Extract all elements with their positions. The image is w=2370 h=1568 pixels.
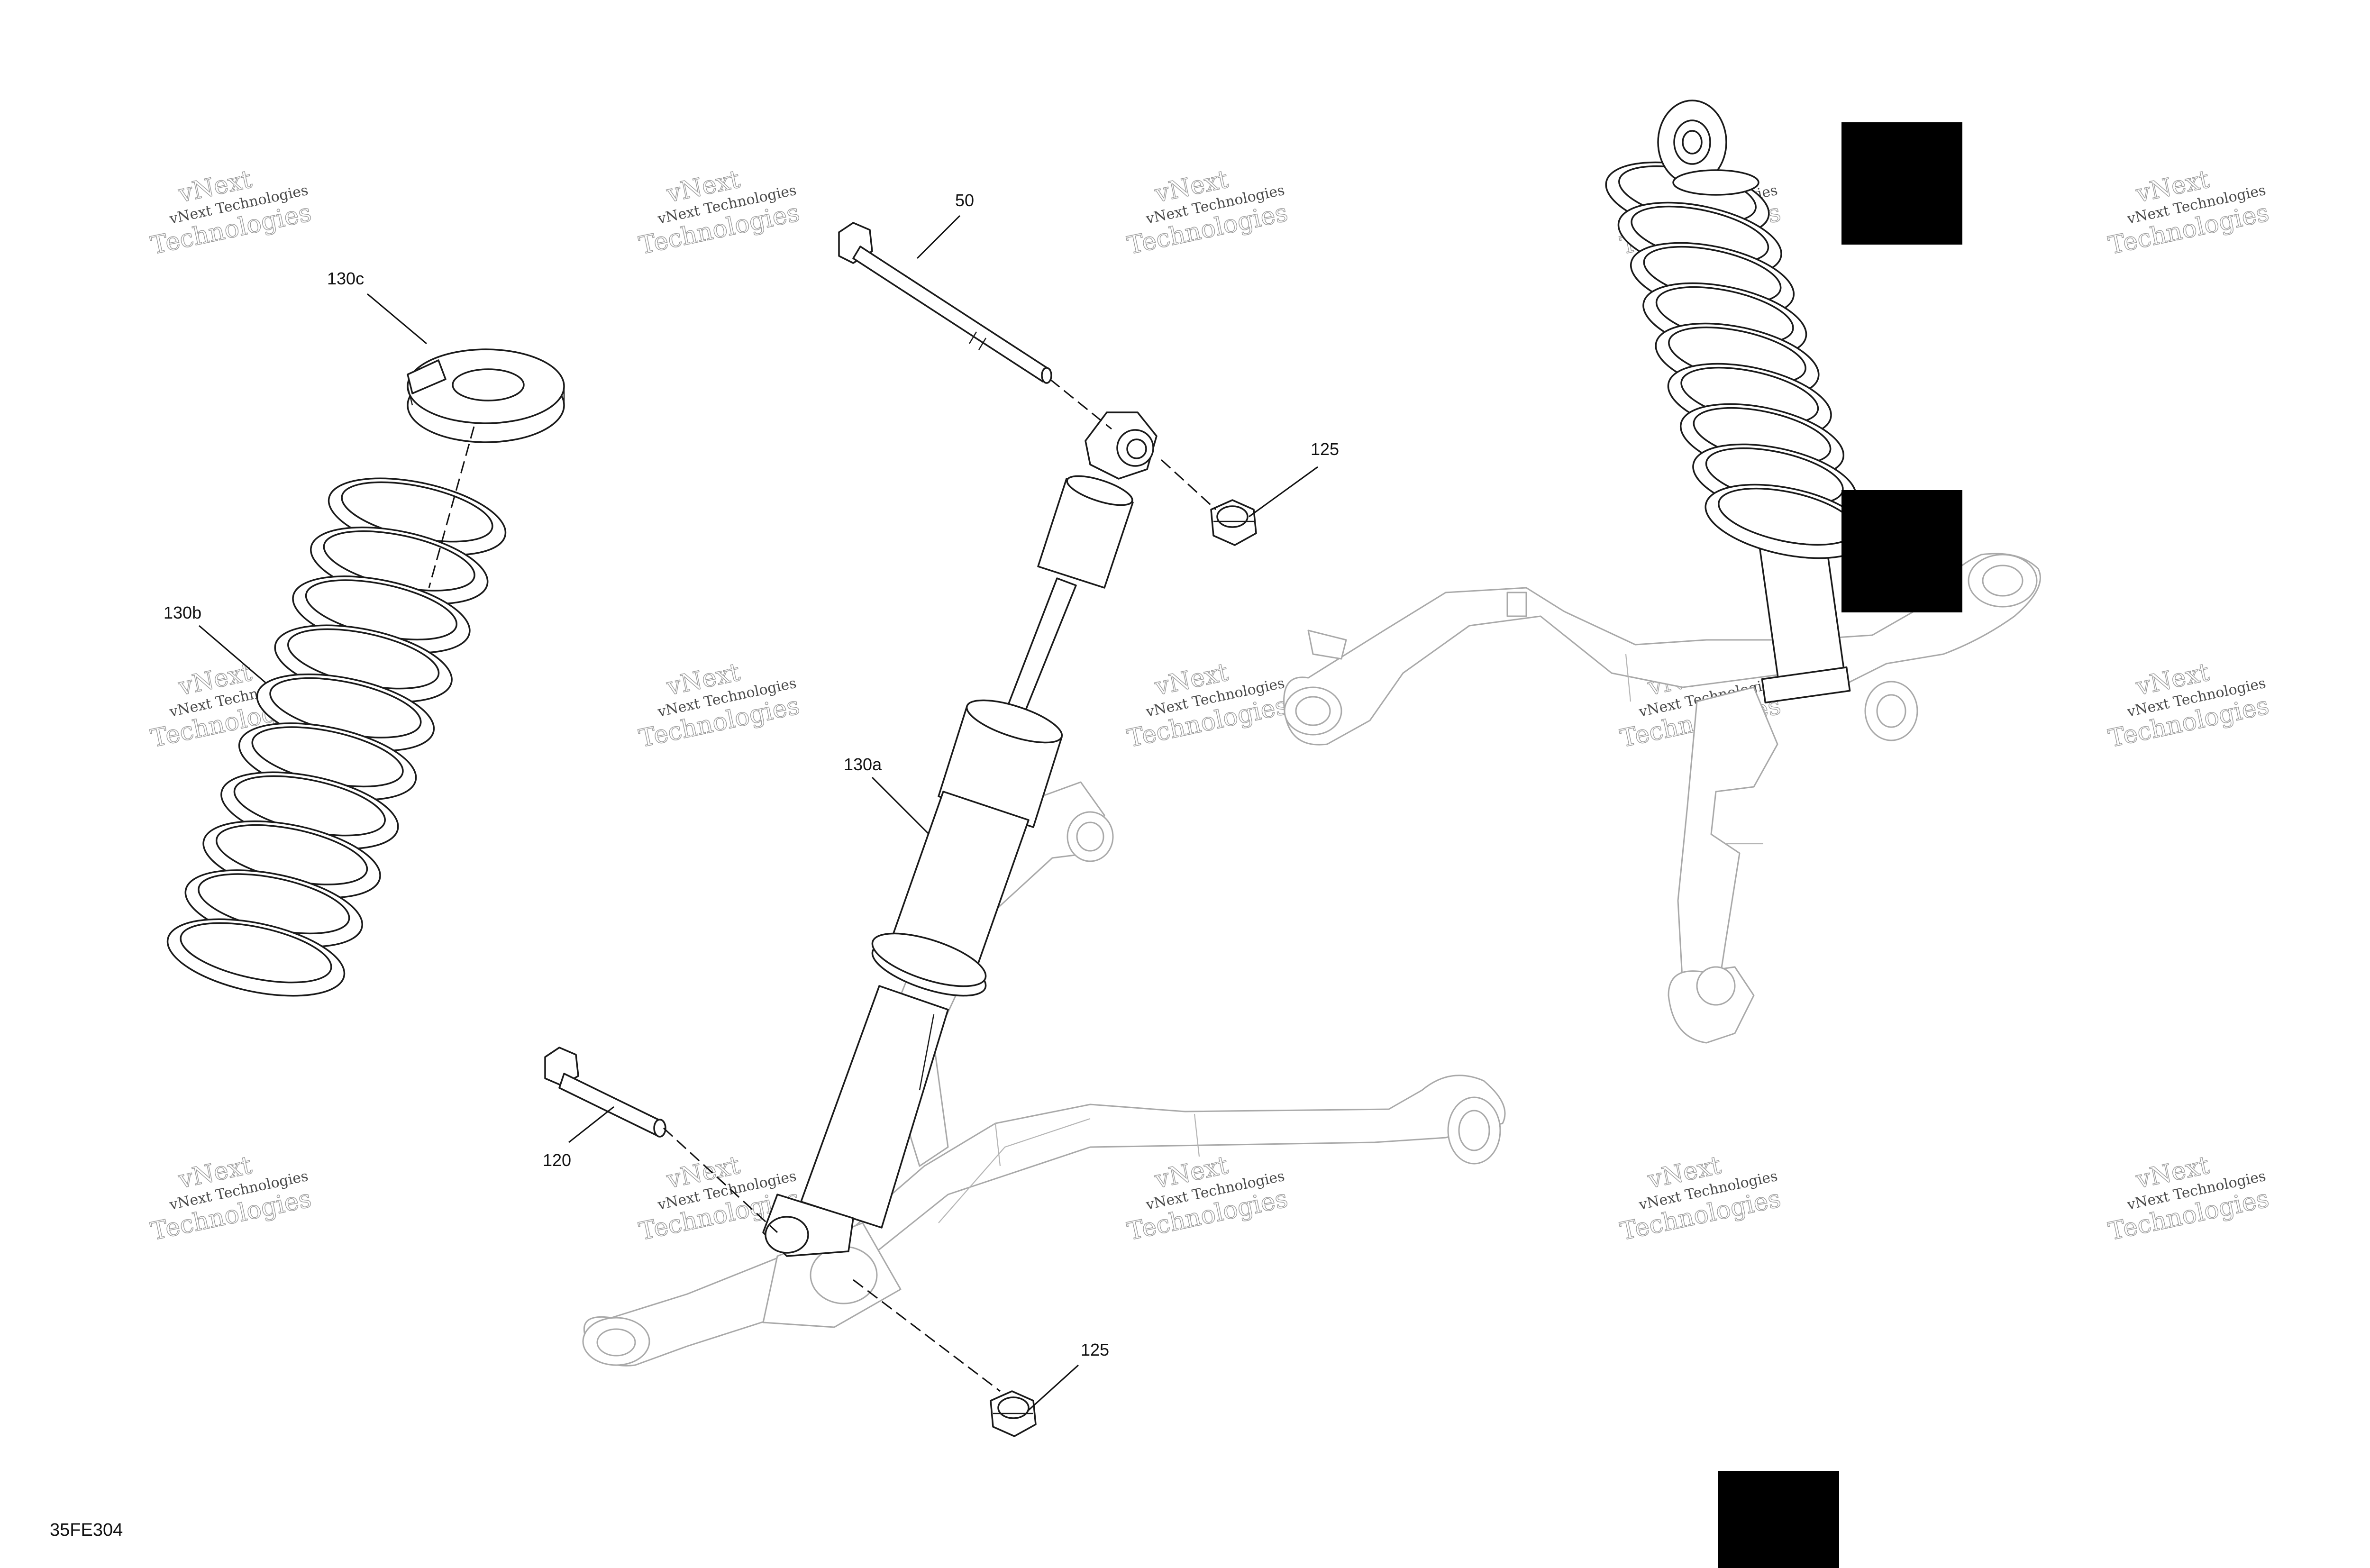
coilover-assembled	[1605, 100, 1869, 704]
bolt-50	[838, 222, 1052, 384]
lower-a-arm-center	[582, 781, 1506, 1367]
label-spring-130b: 130b	[164, 603, 201, 622]
bolt-120	[544, 1047, 666, 1138]
spring-seat-130c	[407, 348, 565, 443]
redaction-blocks	[1718, 122, 1962, 1568]
label-bolt-120: 120	[543, 1150, 571, 1170]
assembly-axes	[428, 378, 1217, 1392]
coil-spring-130b	[166, 477, 507, 997]
redaction-block-1	[1841, 122, 1962, 245]
figure-id: 35FE304	[50, 1520, 123, 1540]
label-bolt-50: 50	[955, 191, 974, 210]
label-spring-seat-130c: 130c	[327, 269, 364, 288]
callout-labels: 50 125 130c 130b 130a 120 125	[164, 191, 1339, 1359]
label-shock-130a: 130a	[844, 755, 882, 774]
spring-coil-inner	[180, 922, 332, 984]
shock-absorber-130a	[762, 411, 1158, 1257]
nut-125-lower	[990, 1390, 1037, 1437]
redaction-block-3	[1718, 1471, 1839, 1568]
nut-125-upper	[1210, 499, 1257, 546]
lower-a-arm-right	[1283, 553, 2041, 1044]
redaction-block-2	[1841, 490, 1962, 612]
label-nut-125-lower: 125	[1081, 1340, 1109, 1359]
leader-lines	[199, 215, 1318, 1411]
label-nut-125-upper: 125	[1311, 439, 1339, 459]
